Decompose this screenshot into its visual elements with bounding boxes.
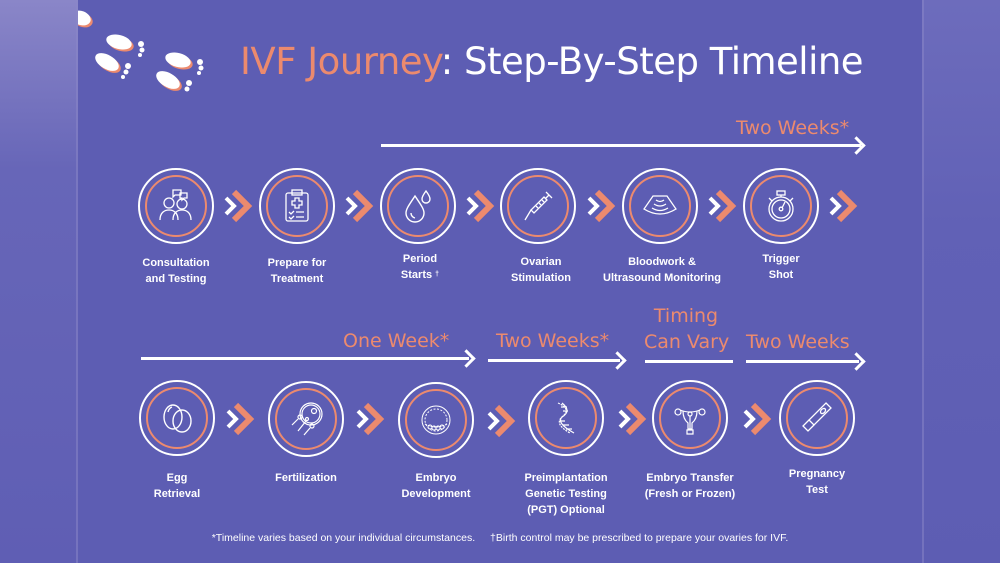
syringe-icon	[524, 191, 553, 221]
chevron-right-icon	[356, 402, 385, 436]
arrowhead-icon	[847, 352, 866, 371]
pregnancy-test-icon	[802, 402, 832, 432]
droplets-icon	[405, 189, 431, 223]
step-label: Embryo Transfer(Fresh or Frozen)	[644, 472, 736, 500]
blurred-side-panel-right	[922, 0, 1000, 563]
step-trigger-shot	[743, 168, 819, 244]
uterus-icon	[674, 408, 706, 435]
page-title: IVF Journey: Step-By-Step Timeline	[240, 40, 864, 83]
chevron-right-icon	[226, 402, 255, 436]
stopwatch-icon	[768, 190, 794, 222]
title-rest: : Step-By-Step Timeline	[440, 40, 864, 83]
footnotes: *Timeline varies based on your individua…	[78, 532, 922, 544]
step-ultrasound	[622, 168, 698, 244]
footnote-birth-control: †Birth control may be prescribed to prep…	[490, 532, 789, 544]
step-pregnancy-test	[779, 380, 855, 456]
chevron-right-icon	[587, 189, 616, 223]
dna-icon	[557, 402, 575, 434]
embryo-icon	[421, 405, 451, 435]
row1-timeline-line	[381, 144, 861, 147]
clipboard-icon	[285, 189, 309, 222]
footprints-icon	[78, 10, 204, 92]
arrowhead-icon	[457, 349, 476, 368]
chevron-right-icon	[487, 404, 516, 438]
step-fertilization	[268, 381, 344, 457]
step-egg-retrieval	[139, 380, 215, 456]
row2-timeline-line	[488, 359, 620, 362]
step-label: Fertilization	[275, 472, 337, 484]
chevron-right-icon	[743, 402, 772, 436]
chevron-right-icon	[708, 189, 737, 223]
chevron-right-icon	[345, 189, 374, 223]
doctors-icon	[159, 189, 192, 221]
row2-span-label: Two Weeks	[746, 331, 850, 353]
blurred-side-panel-left	[0, 0, 78, 563]
ultrasound-icon	[643, 195, 677, 215]
chevron-right-icon	[829, 189, 858, 223]
chevron-right-icon	[618, 402, 647, 436]
row2-timeline-line	[645, 360, 733, 363]
footnote-timeline: *Timeline varies based on your individua…	[211, 532, 476, 544]
infographic: IVF Journey: Step-By-Step Timeline Two W…	[78, 0, 922, 563]
step-consultation	[138, 168, 214, 244]
row2-timeline-line	[141, 357, 469, 360]
fertilization-icon	[291, 402, 323, 436]
step-embryo-transfer	[652, 380, 728, 456]
chevron-right-icon	[224, 189, 253, 223]
row2-span-label: One Week*	[343, 330, 450, 352]
step-ovarian-stimulation	[500, 168, 576, 244]
title-accent: IVF Journey	[240, 40, 441, 83]
row2-span-label: Two Weeks*	[496, 330, 610, 352]
chevron-right-icon	[466, 189, 495, 223]
step-period	[380, 168, 456, 244]
row1-span-label: Two Weeks*	[736, 117, 850, 139]
arrowhead-icon	[608, 351, 627, 370]
step-prepare	[259, 168, 335, 244]
eggs-icon	[163, 404, 192, 433]
step-embryo-development	[398, 382, 474, 458]
step-label: Bloodwork &Ultrasound Monitoring	[603, 256, 721, 284]
row2-timeline-line	[746, 360, 859, 363]
step-pgt	[528, 380, 604, 456]
arrowhead-icon	[847, 136, 866, 155]
